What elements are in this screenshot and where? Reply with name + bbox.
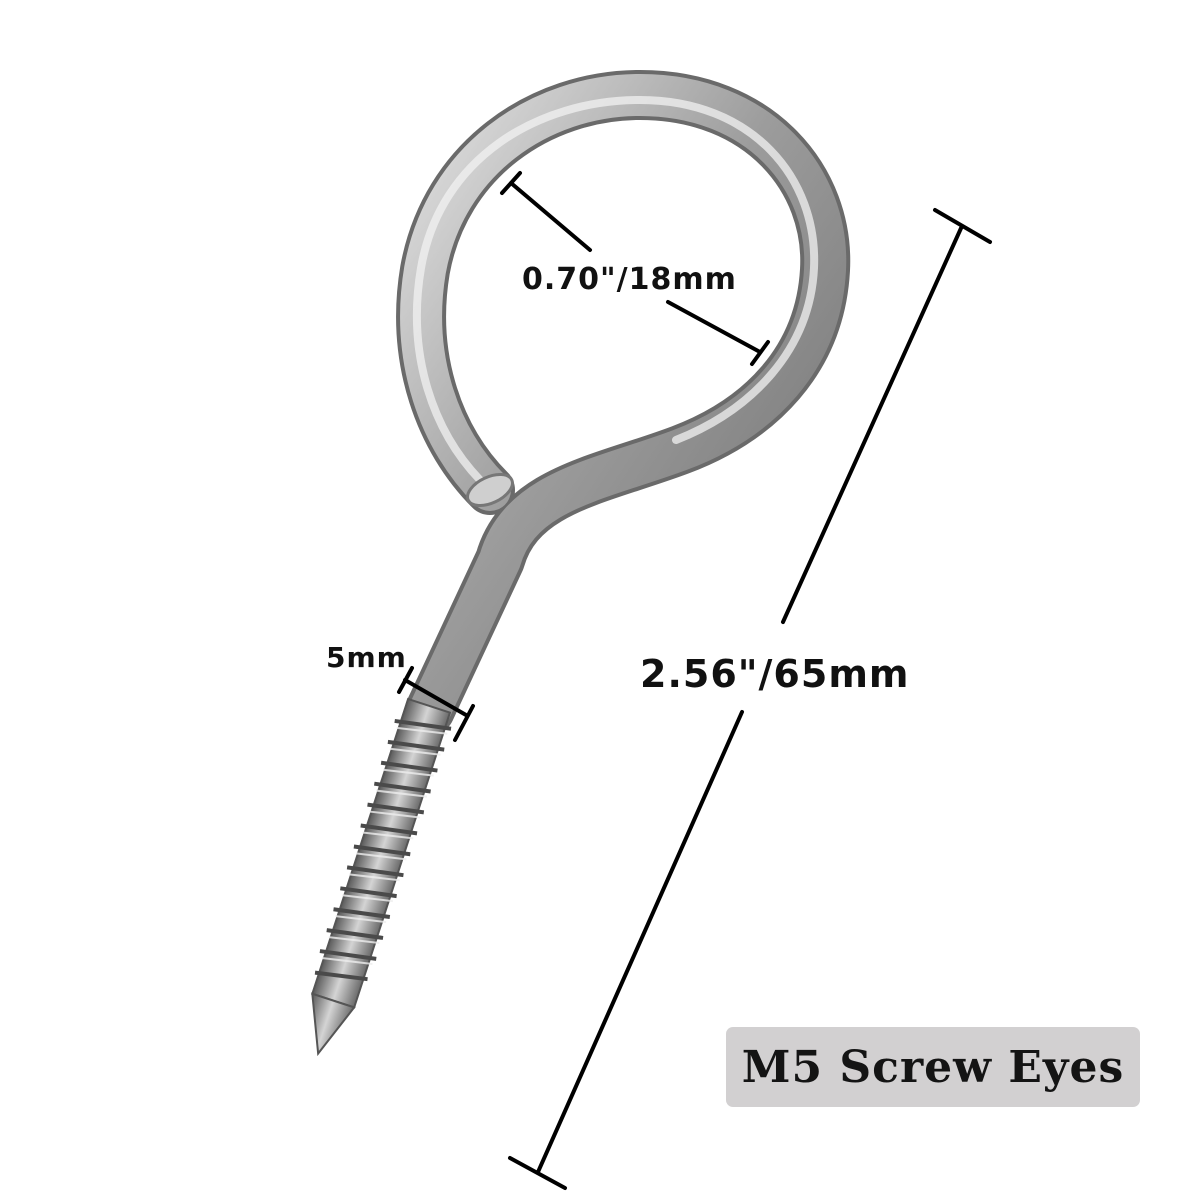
length-dim-tick-bottom bbox=[508, 1156, 567, 1190]
screw-eye-hook-icon bbox=[311, 70, 851, 1057]
shank-dim-tick-right bbox=[453, 704, 475, 742]
length-dim-line-bottom bbox=[536, 710, 744, 1174]
eye-diameter-label: 0.70"/18mm bbox=[522, 262, 737, 297]
eye-dim-line-top bbox=[509, 181, 592, 252]
length-dim-line-top bbox=[781, 224, 964, 624]
total-length-label: 2.56"/65mm bbox=[640, 652, 910, 696]
hook-wire bbox=[400, 74, 847, 731]
eye-dim-line-bottom bbox=[666, 300, 762, 354]
hook-wire-highlight bbox=[412, 95, 819, 484]
threaded-shank bbox=[311, 697, 452, 1057]
product-name-badge: M5 Screw Eyes bbox=[726, 1027, 1140, 1107]
dimension-lines bbox=[397, 171, 992, 1190]
hook-cut-end bbox=[466, 472, 514, 508]
eye-dim-tick-bottom bbox=[750, 340, 770, 366]
shank-diameter-label: 5mm bbox=[326, 641, 407, 674]
shank-dim-line bbox=[403, 678, 468, 717]
product-name: M5 Screw Eyes bbox=[741, 1041, 1125, 1093]
screw-tip bbox=[311, 992, 356, 1057]
